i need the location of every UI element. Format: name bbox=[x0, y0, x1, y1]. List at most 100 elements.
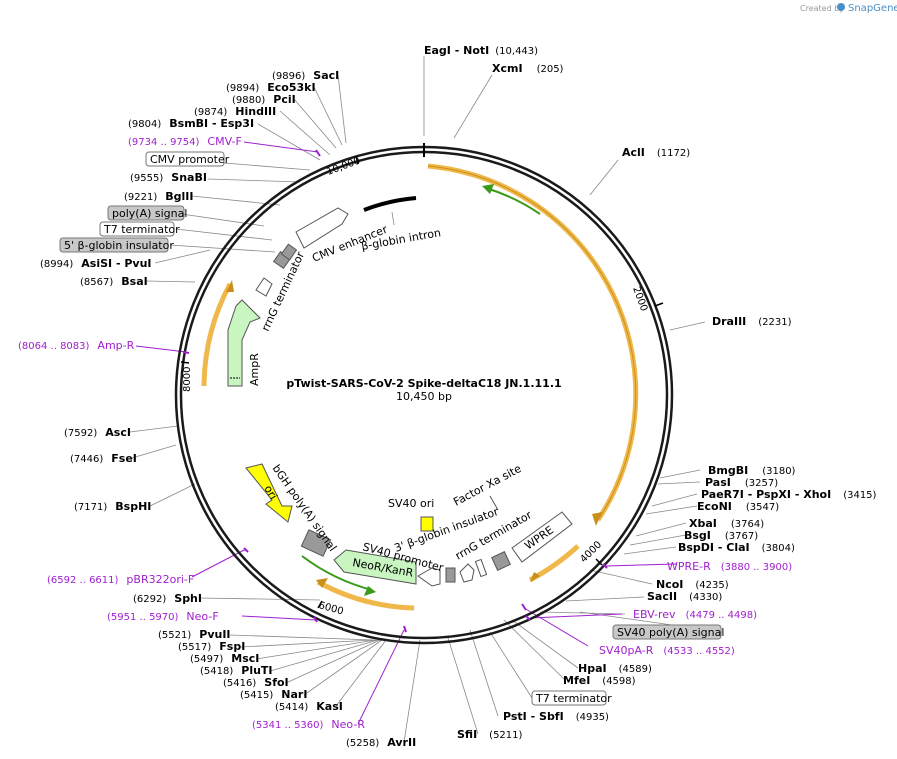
enzyme-label[interactable]: (9221)BglII bbox=[124, 190, 193, 203]
enzyme-label[interactable]: NcoI(4235) bbox=[656, 578, 729, 591]
enzyme-label[interactable]: (9896)SacI bbox=[272, 69, 339, 82]
enzyme-label[interactable]: PstI - SbfI(4935) bbox=[503, 710, 609, 723]
leader-lines bbox=[129, 56, 723, 743]
boxed-label-cmv-promoter[interactable]: CMV promoter bbox=[145, 151, 230, 167]
boxed-label-polya[interactable]: poly(A) signal bbox=[107, 205, 187, 221]
ampr-arrow bbox=[227, 299, 261, 387]
ori-arrow bbox=[245, 463, 293, 523]
enzyme-label[interactable]: (7446)FseI bbox=[70, 452, 137, 465]
svg-text:T7 terminator: T7 terminator bbox=[535, 692, 612, 705]
enzyme-label[interactable]: (8994)AsiSI - PvuI bbox=[40, 257, 152, 270]
snapgene-logo-icon bbox=[837, 3, 845, 11]
svg-text:SV40 poly(A) signal: SV40 poly(A) signal bbox=[617, 626, 724, 639]
credit-prefix: Created by bbox=[800, 4, 844, 13]
primer-ticks bbox=[182, 149, 608, 633]
t7-terminator-box bbox=[280, 243, 298, 261]
primer-labels: (9734 .. 9754)CMV-F (8064 .. 8083)Amp-R … bbox=[18, 135, 792, 731]
enzyme-label[interactable]: (5416)SfoI bbox=[223, 676, 289, 689]
plasmid-length: 10,450 bp bbox=[396, 390, 452, 403]
ori-label: ori bbox=[261, 483, 279, 502]
signal-peptide-arrowhead bbox=[482, 184, 494, 194]
primer-label[interactable]: (5341 .. 5360)Neo-R bbox=[252, 718, 365, 731]
enzyme-label[interactable]: (9894)Eco53kI bbox=[226, 81, 316, 94]
enzyme-label[interactable]: (5418)PluTI bbox=[200, 664, 273, 677]
rrng-arrow-top bbox=[255, 277, 273, 297]
amp-orf-arc bbox=[201, 282, 233, 387]
enzyme-label[interactable]: (5521)PvuII bbox=[158, 628, 231, 641]
enzyme-label[interactable]: (9555)SnaBI bbox=[130, 171, 207, 184]
enzyme-label[interactable]: PasI(3257) bbox=[705, 476, 778, 489]
enzyme-label[interactable]: (7592)AscI bbox=[64, 426, 131, 439]
primer-label[interactable]: (8064 .. 8083)Amp-R bbox=[18, 339, 135, 352]
sv40-ori-label: SV40 ori bbox=[388, 497, 434, 510]
enzyme-label[interactable]: EagI - NotI(10,443) bbox=[424, 44, 538, 57]
boxed-label-sv40-polya[interactable]: SV40 poly(A) signal bbox=[612, 624, 724, 640]
enzyme-label[interactable]: XbaI(3764) bbox=[689, 517, 764, 530]
tick-8000: 8000 bbox=[182, 367, 193, 392]
primer-lines bbox=[135, 141, 677, 725]
wpre-box bbox=[511, 511, 573, 563]
cmv-enhancer-shape bbox=[295, 207, 349, 249]
insulator3-box bbox=[445, 567, 456, 583]
enzyme-label[interactable]: BsgI(3767) bbox=[684, 529, 758, 542]
enzyme-label[interactable]: DraIII(2231) bbox=[712, 315, 792, 328]
enzyme-label[interactable]: (7171)BspHI bbox=[74, 500, 151, 513]
svg-text:T7 terminator: T7 terminator bbox=[103, 223, 180, 236]
primer-label[interactable]: (9734 .. 9754)CMV-F bbox=[128, 135, 242, 148]
enzyme-label[interactable]: PaeR7I - PspXI - XhoI(3415) bbox=[701, 488, 877, 501]
spike-orf bbox=[427, 163, 639, 522]
enzyme-label[interactable]: (9880)PciI bbox=[232, 93, 296, 106]
neo-kanr-arrow bbox=[333, 549, 417, 585]
factor-xa-label: Factor Xa site bbox=[451, 462, 523, 509]
enzyme-label[interactable]: (5517)FspI bbox=[178, 640, 245, 653]
primer-label[interactable]: (5951 .. 5970)Neo-F bbox=[107, 610, 219, 623]
enzyme-label[interactable]: (5414)KasI bbox=[275, 700, 343, 713]
tick-2000: 2000 bbox=[630, 285, 649, 313]
amp-orf-arrowhead bbox=[226, 280, 234, 292]
enzyme-label[interactable]: HpaI(4589) bbox=[578, 662, 652, 675]
neo-orf-arrowhead bbox=[316, 578, 328, 588]
enzyme-label[interactable]: (9874)HindIII bbox=[194, 105, 276, 118]
spike-orf-arrowhead bbox=[592, 512, 602, 526]
factor-xa-marker bbox=[489, 495, 499, 511]
enzyme-label[interactable]: (5258)AvrII bbox=[346, 736, 416, 749]
boxed-label-t7-terminator-bottom[interactable]: T7 terminator bbox=[531, 690, 612, 706]
boxed-label-t7-terminator[interactable]: T7 terminator bbox=[99, 221, 180, 237]
neo-green-arrow bbox=[301, 555, 373, 591]
enzyme-label[interactable]: (5497)MscI bbox=[190, 652, 259, 665]
rrng-terminator-bottom-box bbox=[491, 551, 511, 571]
enzyme-label[interactable]: BmgBI(3180) bbox=[708, 464, 796, 477]
primer-label[interactable]: (6592 .. 6611)pBR322ori-F bbox=[47, 573, 194, 586]
boxed-labels: CMV promoter poly(A) signal T7 terminato… bbox=[59, 151, 724, 706]
neo-orf-arc bbox=[316, 579, 415, 611]
primer-label[interactable]: SV40pA-R(4533 .. 4552) bbox=[599, 644, 735, 657]
enzyme-label[interactable]: XcmI(205) bbox=[492, 62, 564, 75]
rrng-arrow-bottom bbox=[459, 563, 475, 583]
bgh-polya-box bbox=[300, 529, 332, 557]
enzyme-label[interactable]: SfiI(5211) bbox=[457, 728, 523, 741]
enzyme-label[interactable]: AclI(1172) bbox=[622, 146, 690, 159]
sv40-ori-box bbox=[420, 516, 434, 532]
svg-text:CMV promoter: CMV promoter bbox=[150, 153, 230, 166]
orf-short-arrowhead bbox=[530, 572, 540, 582]
boxed-label-5-insulator[interactable]: 5' β-globin insulator bbox=[59, 237, 174, 253]
factor-xa-box bbox=[474, 558, 488, 578]
spike-orf-core bbox=[427, 165, 637, 521]
enzyme-labels: EagI - NotI(10,443) XcmI(205) AclI(1172)… bbox=[40, 44, 877, 749]
primer-label[interactable]: EBV-rev(4479 .. 4498) bbox=[633, 608, 757, 621]
orf-arcs bbox=[201, 163, 639, 611]
sv40-promoter-arrow bbox=[417, 567, 441, 587]
enzyme-label[interactable]: (6292)SphI bbox=[133, 592, 202, 605]
enzyme-label[interactable]: BspDI - ClaI(3804) bbox=[678, 541, 795, 554]
enzyme-label[interactable]: (9804)BsmBI - Esp3I bbox=[128, 117, 254, 130]
primer-label[interactable]: WPRE-R(3880 .. 3900) bbox=[667, 560, 792, 573]
enzyme-label[interactable]: SacII(4330) bbox=[647, 590, 722, 603]
enzyme-label[interactable]: MfeI(4598) bbox=[563, 674, 636, 687]
enzyme-label[interactable]: EcoNI(3547) bbox=[697, 500, 779, 513]
svg-text:poly(A) signal: poly(A) signal bbox=[112, 207, 187, 220]
enzyme-label[interactable]: (5415)NarI bbox=[240, 688, 307, 701]
enzyme-label[interactable]: (8567)BsaI bbox=[80, 275, 148, 288]
ampr-label: AmpR bbox=[248, 353, 261, 386]
